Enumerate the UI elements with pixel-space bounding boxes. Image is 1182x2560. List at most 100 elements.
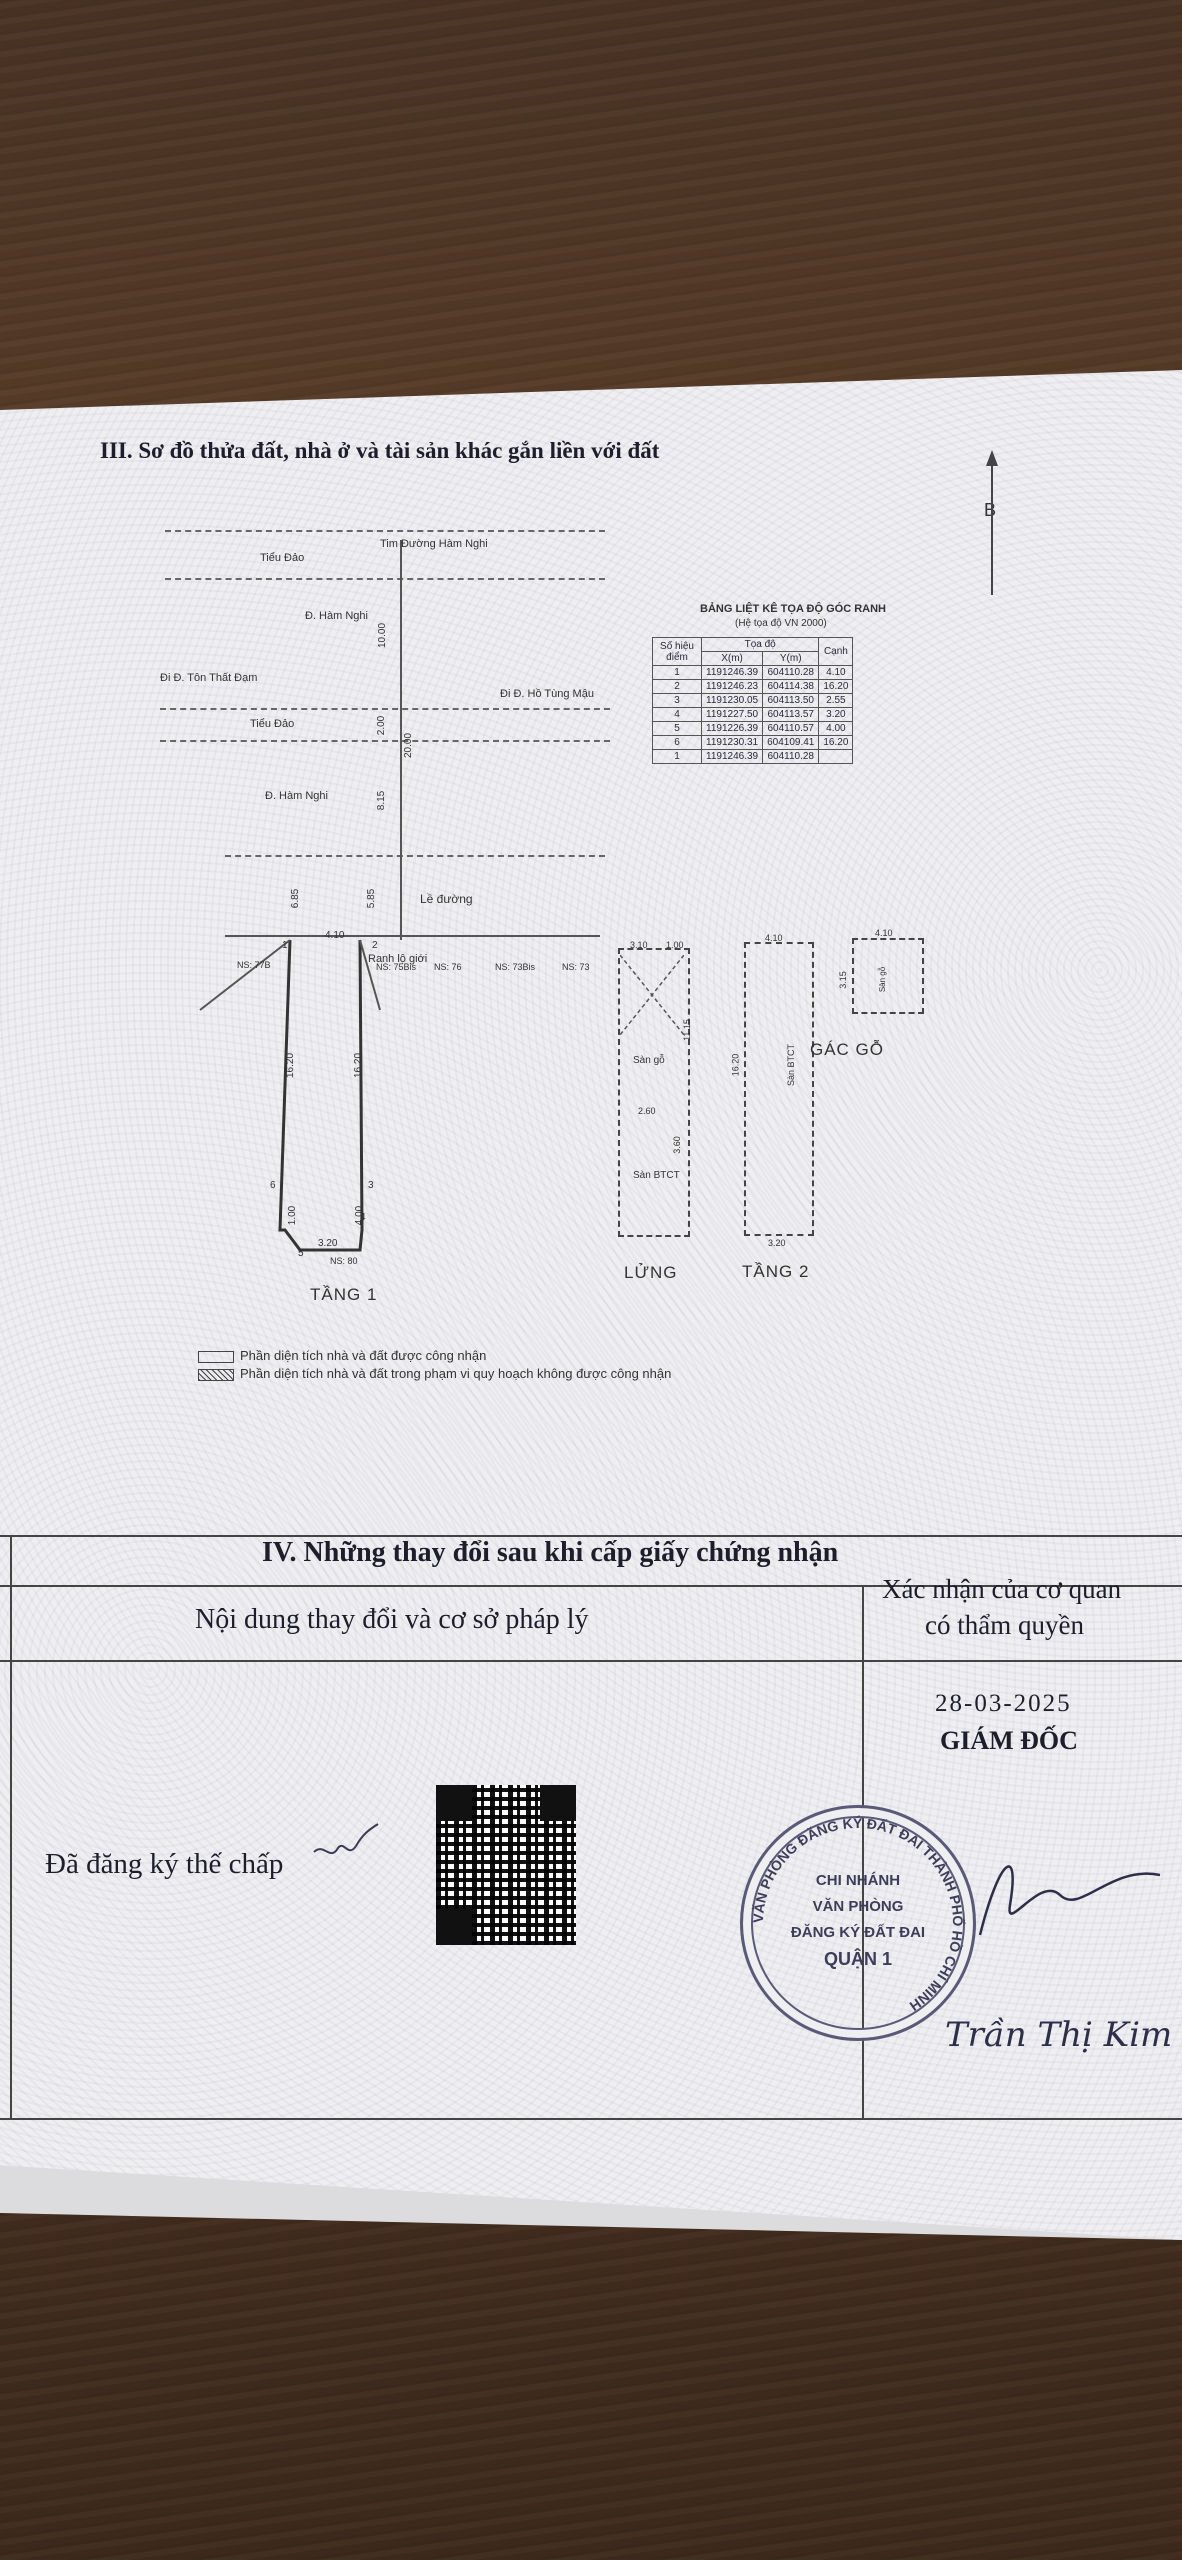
- stamp-line: QUẬN 1: [823, 1949, 892, 1969]
- table-cell: 16.20: [818, 735, 854, 750]
- coord-table-title: BẢNG LIỆT KÊ TỌA ĐỘ GÓC RANH: [700, 603, 886, 615]
- lot-front-line: [225, 935, 600, 937]
- floor-label-lung: LỬNG: [624, 1263, 678, 1282]
- table-cell: 6: [652, 735, 702, 750]
- san-btct-label: Sàn BTCT: [633, 1170, 680, 1181]
- san-go-label: Sàn gỗ: [878, 966, 888, 993]
- table-subheader: Y(m): [762, 651, 820, 666]
- table-cell: 604110.28: [762, 665, 820, 680]
- table-border: [0, 2118, 1182, 2120]
- table-header: Số hiệu điểm: [652, 637, 702, 666]
- dimension-label: 20.00: [403, 732, 415, 759]
- neighbor-label: NS: 73: [562, 962, 590, 972]
- legend-text: Phần diện tích nhà và đất trong phạm vi …: [240, 1366, 672, 1381]
- table-border: [0, 1535, 1182, 1537]
- dimension-label: 3.20: [768, 1238, 786, 1248]
- dimension-label: 16.20: [730, 1053, 741, 1077]
- floor-plan-gac-go: [852, 938, 924, 1014]
- neighbor-label: NS: 73Bis: [495, 962, 536, 972]
- table-border: [10, 1535, 12, 2120]
- official-stamp: VĂN PHÒNG ĐĂNG KÝ ĐẤT ĐAI THÀNH PHỐ HỒ C…: [740, 1805, 976, 2041]
- neighbor-label: NS: 75Bis: [376, 962, 417, 972]
- table-cell: 604114.38: [762, 679, 820, 694]
- dimension-label: 3.15: [837, 971, 848, 989]
- director-signature-icon: [978, 1865, 1161, 1936]
- point-label: 1: [282, 940, 288, 951]
- table-cell: 1: [652, 749, 702, 764]
- point-label: 3: [368, 1180, 374, 1191]
- dimension-label: 3.60: [671, 1136, 682, 1154]
- dimension-label: 2.00: [376, 715, 388, 736]
- north-arrow-icon: [986, 450, 998, 595]
- table-cell: 2.55: [818, 693, 854, 708]
- mortgage-entry: Đã đăng ký thế chấp: [45, 1848, 284, 1880]
- stamp-line: VĂN PHÒNG: [812, 1898, 904, 1915]
- ham-nghi-label: Đ. Hàm Nghi: [305, 610, 368, 622]
- lot-plan-tang1: [199, 939, 381, 1252]
- table-cell: 604113.50: [762, 693, 820, 708]
- tieu-dao-label: Tiểu Đảo: [260, 552, 305, 564]
- table-header: Tọa độ: [700, 637, 820, 652]
- table-cell: 604110.57: [762, 721, 820, 736]
- section-4-title: IV. Những thay đổi sau khi cấp giấy chứn…: [262, 1537, 839, 1568]
- table-header: Cạnh: [818, 637, 854, 666]
- void-cross: [620, 955, 684, 1035]
- dimension-label: 11.15: [681, 1019, 692, 1041]
- dimension-label: 1.00: [666, 940, 684, 950]
- tieu-dao-label: Tiểu Đảo: [250, 718, 295, 730]
- qr-code[interactable]: [436, 1785, 576, 1945]
- director-title: GIÁM ĐỐC: [940, 1726, 1078, 1755]
- table-cell: 3.20: [818, 707, 854, 722]
- stamp-ring: VĂN PHÒNG ĐĂNG KÝ ĐẤT ĐAI THÀNH PHỐ HỒ C…: [750, 1814, 967, 2014]
- table-cell: 3: [652, 693, 702, 708]
- table-cell: 604110.28: [762, 749, 820, 764]
- confirm-date: 28-03-2025: [935, 1690, 1072, 1717]
- point-label: 5: [298, 1248, 304, 1259]
- ham-nghi-label: Đ. Hàm Nghi: [265, 790, 328, 802]
- dimension-label: 4.10: [875, 928, 893, 938]
- col-header-confirm: có thẩm quyền: [925, 1610, 1084, 1640]
- dimension-label: 4.10: [765, 933, 783, 943]
- dimension-label: 8.15: [376, 790, 388, 811]
- table-cell: 4: [652, 707, 702, 722]
- le-duong-label: Lề đường: [420, 892, 473, 906]
- floor-label-gac-go: GÁC GỖ: [810, 1040, 885, 1059]
- table-cell: 2: [652, 679, 702, 694]
- san-btct-label: Sàn BTCT: [786, 1043, 797, 1087]
- dimension-label: 4.00: [354, 1205, 366, 1226]
- dimension-label: 4.10: [325, 930, 345, 941]
- certificate-page: [0, 370, 1182, 2240]
- dimension-label: 16.20: [353, 1052, 365, 1079]
- point-label: 2: [372, 940, 378, 951]
- road-top-label: Tim Đường Hàm Nghi: [380, 538, 488, 550]
- signer-name: Trần Thị Kim Ng: [945, 2015, 1182, 2055]
- road-line: [225, 855, 605, 857]
- dimension-label: 3.20: [318, 1238, 338, 1249]
- legend-box-hatched: [198, 1368, 234, 1381]
- ho-tung-mau-label: Đi Đ. Hồ Tùng Mậu: [500, 688, 594, 700]
- north-label: B: [984, 500, 997, 520]
- ranh-lo-gioi-label: Ranh lộ giới: [368, 953, 428, 965]
- floor-label-tang1: TẦNG 1: [310, 1285, 378, 1304]
- center-axis: [400, 540, 402, 940]
- table-cell: 1191230.31: [700, 735, 764, 750]
- legend-item: Phần diện tích nhà và đất trong phạm vi …: [198, 1366, 671, 1381]
- table-cell: 1191230.05: [700, 693, 764, 708]
- table-cell: 1191227.50: [700, 707, 764, 722]
- legend-item: Phần diện tích nhà và đất được công nhận: [198, 1348, 486, 1363]
- col-header-confirm: Xác nhận của cơ quan: [882, 1574, 1122, 1604]
- table-border: [0, 1585, 1182, 1587]
- road-line: [160, 740, 610, 742]
- table-cell: 604109.41: [762, 735, 820, 750]
- road-line: [165, 578, 605, 580]
- table-cell: 1191246.39: [700, 665, 764, 680]
- stamp-line: ĐĂNG KÝ ĐẤT ĐAI: [790, 1924, 926, 1941]
- signature-scribble-icon: [313, 1823, 379, 1855]
